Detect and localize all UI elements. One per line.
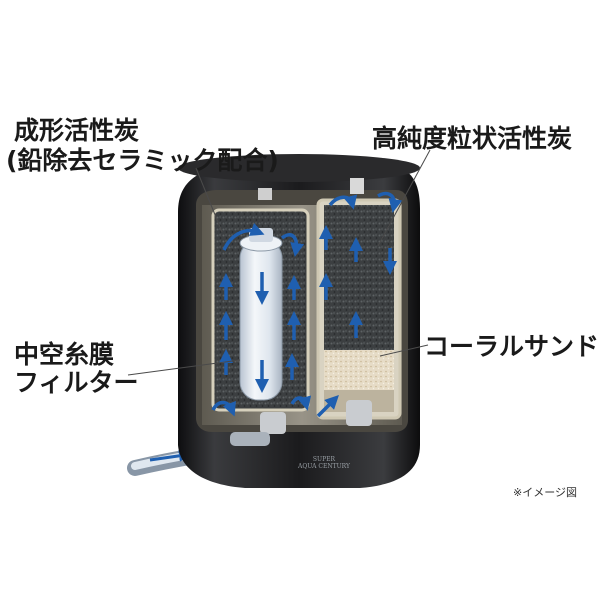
fittings: [230, 178, 372, 446]
label-granular-carbon: 高純度粒状活性炭: [372, 124, 573, 153]
label-hollow-fiber-sub: フィルター: [14, 368, 139, 397]
leader-lines: [127, 149, 431, 376]
product-logo-line1: SUPER: [312, 456, 336, 463]
label-hollow-fiber: 中空糸膜: [14, 340, 115, 369]
image-note: ※イメージ図: [513, 486, 577, 499]
label-molded-carbon-sub: (鉛除去セラミック配合): [6, 146, 279, 175]
label-coral-sand: コーラルサンド: [424, 332, 600, 361]
product-logo: SUPER AQUA CENTURY: [298, 456, 350, 470]
label-molded-carbon: 成形活性炭: [14, 116, 140, 145]
right-chamber: [316, 198, 402, 420]
flow-arrows: [211, 191, 403, 418]
coral-sand-bed: [324, 350, 394, 390]
product-logo-line2: AQUA CENTURY: [298, 463, 350, 470]
granular-carbon-bed: [324, 205, 394, 350]
